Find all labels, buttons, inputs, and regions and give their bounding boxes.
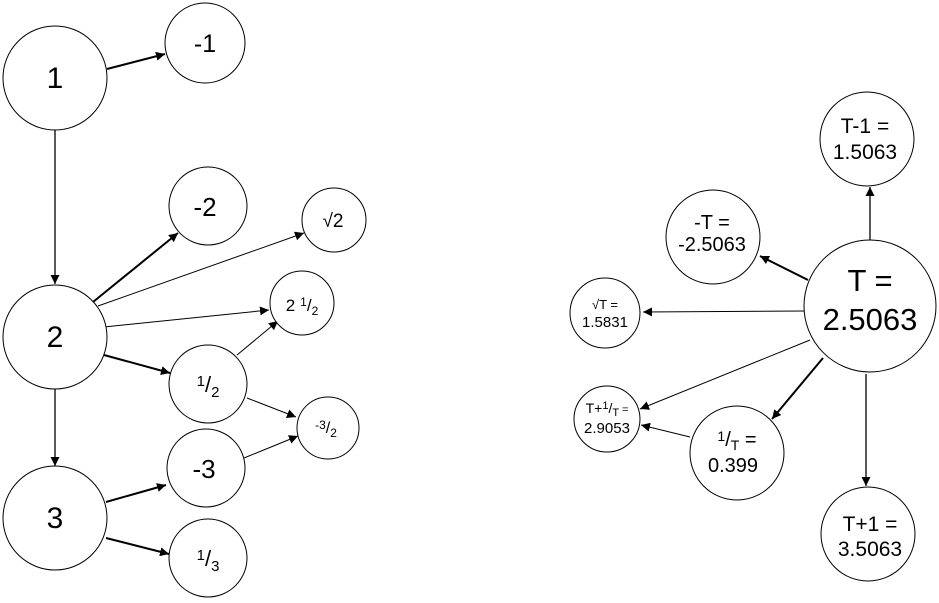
edge-t-to-tplusinv bbox=[639, 339, 811, 410]
node-sqrt2-value: 2 bbox=[333, 211, 344, 232]
node-tplusinv-line1: T+1/T = bbox=[586, 400, 629, 419]
edge-2-to-2half bbox=[103, 306, 270, 328]
node-2-and-half-slash: / bbox=[307, 296, 312, 315]
node-neg1: -1 bbox=[164, 2, 246, 84]
node-tplusinv-num: 1 bbox=[602, 400, 608, 412]
node-inv-den: T bbox=[731, 437, 740, 453]
node-neg2-label: -2 bbox=[193, 192, 216, 222]
node-tminus1-line1: T-1 = bbox=[841, 115, 889, 138]
node-neg-three-halves: -3/2 bbox=[296, 396, 360, 460]
node-neg-three-halves-den: 2 bbox=[330, 426, 337, 440]
node-1: 1 bbox=[2, 25, 108, 131]
node-third-den: 3 bbox=[211, 558, 219, 575]
edge-3-to-third bbox=[105, 537, 170, 557]
edge-2-to-neg2 bbox=[92, 232, 179, 303]
node-sqrt2-label: √2 bbox=[322, 211, 343, 232]
node-tplusinv: T+1/T = 2.9053 bbox=[573, 385, 641, 453]
node-third-num: 1 bbox=[197, 547, 205, 564]
node-1-label: 1 bbox=[47, 62, 64, 95]
node-t-line1: T = bbox=[847, 263, 892, 298]
node-neg3-label: -3 bbox=[192, 454, 215, 484]
node-3-label: 3 bbox=[47, 502, 64, 535]
node-negt-line2: -2.5063 bbox=[678, 234, 746, 256]
node-2-and-half-whole: 2 bbox=[286, 296, 295, 315]
node-neg-three-halves-label: -3/2 bbox=[315, 418, 337, 440]
node-inv-num: 1 bbox=[717, 428, 725, 444]
node-sqrtt-var: T = bbox=[599, 297, 618, 312]
node-inv-slash: / bbox=[725, 429, 731, 451]
edge-2-to-half bbox=[103, 354, 171, 375]
node-third-label: 1/3 bbox=[197, 546, 220, 575]
node-tplus1: T+1 = 3.5063 bbox=[820, 486, 916, 582]
node-negt: -T = -2.5063 bbox=[665, 189, 761, 285]
left-graph-edges bbox=[50, 51, 305, 557]
node-half-slash: / bbox=[205, 372, 212, 397]
edge-half-to-neg3half bbox=[246, 397, 297, 418]
edge-t-to-inv bbox=[771, 357, 824, 420]
node-neg-three-halves-slash: / bbox=[326, 420, 331, 437]
node-t: T = 2.5063 bbox=[803, 239, 937, 373]
node-sqrt2: √2 bbox=[301, 187, 367, 253]
node-2-label: 2 bbox=[47, 321, 64, 354]
node-2: 2 bbox=[2, 284, 108, 390]
right-graph-edges bbox=[639, 187, 875, 486]
node-tplusinv-den: T bbox=[612, 407, 619, 419]
node-half-num: 1 bbox=[197, 373, 205, 390]
node-tplusinv-line2: 2.9053 bbox=[584, 420, 630, 437]
node-tplusinv-prefix: T+ bbox=[586, 400, 603, 416]
node-t-line2: 2.5063 bbox=[823, 302, 918, 337]
node-third: 1/3 bbox=[168, 518, 248, 598]
node-neg1-label: -1 bbox=[194, 30, 216, 58]
node-tplusinv-eq: = bbox=[619, 404, 628, 416]
node-tplus1-line1: T+1 = bbox=[843, 513, 898, 536]
node-neg-three-halves-num: -3 bbox=[315, 418, 326, 432]
node-neg3: -3 bbox=[166, 428, 246, 508]
edge-t-to-negt bbox=[759, 255, 809, 281]
edge-3-to-neg3 bbox=[105, 483, 167, 503]
node-half-label: 1/2 bbox=[197, 372, 220, 401]
node-half: 1/2 bbox=[168, 344, 248, 424]
node-tplus1-line2: 3.5063 bbox=[838, 538, 902, 561]
node-tminus1-line2: 1.5063 bbox=[833, 141, 897, 164]
edge-inv-to-tplusinv bbox=[640, 422, 691, 438]
node-inv-eq: = bbox=[739, 429, 756, 451]
node-negt-line1: -T = bbox=[694, 212, 730, 234]
sqrt-sign-icon: √ bbox=[592, 297, 600, 312]
node-tplusinv-slash: / bbox=[608, 400, 612, 416]
node-third-slash: / bbox=[205, 546, 212, 571]
node-half-den: 2 bbox=[211, 384, 219, 401]
node-neg2: -2 bbox=[168, 166, 248, 246]
edge-2-to-sqrt2 bbox=[97, 231, 305, 307]
node-inv-line2: 0.399 bbox=[708, 455, 758, 477]
edge-neg3-to-neg3half bbox=[243, 435, 299, 459]
node-inv-line1: 1/T = bbox=[717, 428, 756, 453]
node-inv: 1/T = 0.399 bbox=[689, 405, 785, 501]
node-3: 3 bbox=[2, 465, 108, 571]
node-sqrtt: √T = 1.5831 bbox=[569, 277, 641, 349]
node-tminus1: T-1 = 1.5063 bbox=[819, 91, 915, 187]
edge-half-to-2half bbox=[236, 320, 279, 356]
node-2-and-half-num: 1 bbox=[300, 295, 307, 309]
sqrt-sign-icon: √ bbox=[322, 211, 333, 232]
node-2-and-half-den: 2 bbox=[312, 304, 319, 318]
node-sqrtt-line2: 1.5831 bbox=[582, 314, 628, 331]
edge-t-to-sqrtt bbox=[642, 307, 806, 317]
node-sqrtt-line1: √T = bbox=[592, 297, 618, 312]
edge-1-to-neg1 bbox=[106, 51, 166, 70]
